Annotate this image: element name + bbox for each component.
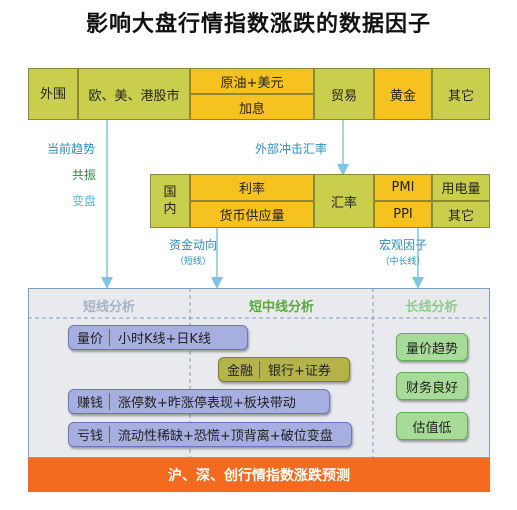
header-short-analysis: 短线分析 [82, 300, 135, 315]
pill-volume-price-body: 小时K线+日K线 [118, 332, 211, 347]
pill-profit-body: 涨停数+昨涨停表现+板块带动 [118, 396, 296, 411]
label-turn: 变盘 [72, 194, 97, 208]
domestic-interest-rate: 利率 [190, 174, 314, 201]
external-trade: 贸易 [314, 68, 374, 120]
pill-profit: 赚钱 涨停数+昨涨停表现+板块带动 [68, 389, 330, 414]
bottom-prediction-bar: 沪、深、创行情指数涨跌预测 [28, 458, 490, 492]
header-long-analysis: 长线分析 [405, 300, 458, 315]
header-mid-analysis: 短中线分析 [248, 300, 314, 315]
label-macro: 宏观因子 [378, 238, 427, 252]
pill-loss-body: 流动性稀缺+恐慌+顶背离+破位变盘 [118, 429, 333, 444]
pill-finance-head: 金融 [219, 361, 261, 379]
domestic-other: 其它 [432, 201, 490, 228]
domestic-label: 国内 [150, 174, 190, 228]
external-gold: 黄金 [374, 68, 432, 120]
pill-profit-head: 赚钱 [69, 393, 111, 411]
domestic-exchange-rate: 汇率 [314, 174, 374, 228]
label-resonance: 共振 [72, 168, 97, 182]
label-macro-sub: （中长线） [380, 257, 426, 267]
external-other: 其它 [432, 68, 490, 120]
pill-loss-head: 亏钱 [69, 426, 111, 444]
external-label: 外围 [28, 68, 78, 120]
domestic-ppi: PPI [374, 201, 432, 228]
pill-long-valuation-low: 估值低 [396, 412, 468, 440]
external-oil-usd: 原油+美元 [190, 68, 314, 94]
page-title: 影响大盘行情指数涨跌的数据因子 [85, 12, 431, 37]
pill-finance: 金融 银行+证券 [218, 357, 350, 382]
domestic-pmi: PMI [374, 174, 432, 201]
domestic-power: 用电量 [432, 174, 490, 201]
pill-long-finance-good: 财务良好 [396, 372, 468, 400]
pill-loss: 亏钱 流动性稀缺+恐慌+顶背离+破位变盘 [68, 422, 352, 447]
pill-long-volume-trend: 量价趋势 [396, 333, 468, 361]
pill-finance-body: 银行+证券 [268, 364, 331, 379]
pill-volume-price-head: 量价 [69, 329, 111, 347]
external-markets: 欧、美、港股市 [78, 68, 190, 120]
label-fx-impact: 外部冲击汇率 [255, 142, 328, 156]
label-current-trend: 当前趋势 [47, 142, 96, 156]
pill-volume-price: 量价 小时K线+日K线 [68, 325, 248, 350]
label-fund-flow: 资金动向 [168, 238, 217, 252]
label-fund-flow-sub: （短线） [174, 257, 211, 267]
domestic-money-supply: 货币供应量 [190, 201, 314, 228]
external-rate-hike: 加息 [190, 94, 314, 120]
